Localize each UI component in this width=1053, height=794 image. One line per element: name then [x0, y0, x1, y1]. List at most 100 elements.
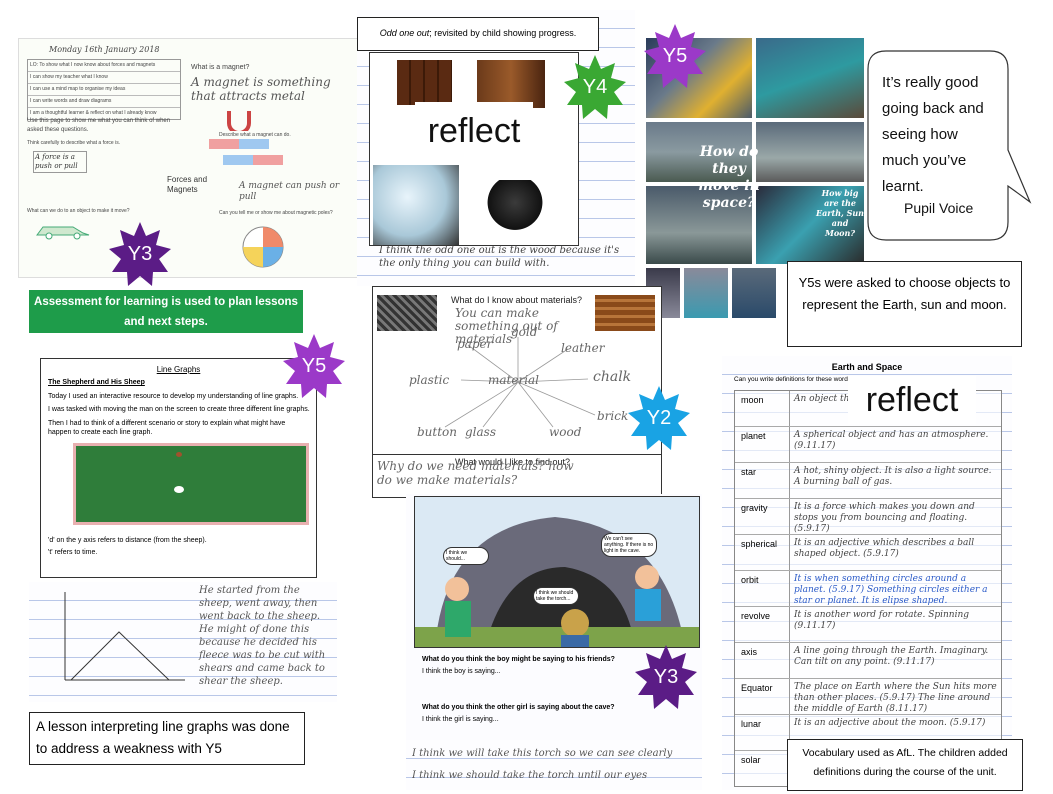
lo-row: I am a thoughtful learner & reflect on w… — [30, 110, 157, 116]
line-graphs-title: Line Graphs — [156, 365, 201, 374]
y5-badge-top: Y5 — [643, 24, 707, 88]
object-question: What can we do to an object to make it m… — [27, 208, 130, 214]
odd-one-out-caption-box: Odd one out; revisited by child showing … — [357, 17, 599, 51]
materials-find-out: What would I like to find out? Why do we… — [372, 454, 662, 498]
lo-row: LO: To show what I now know about forces… — [28, 60, 180, 72]
line-graph-handwriting: He started from the sheep, went away, th… — [199, 585, 326, 687]
mindmap-word: paper — [457, 337, 493, 351]
cave-q2: What do you think the other girl is sayi… — [422, 704, 615, 711]
cave-panel: I think we should... We can't see anythi… — [414, 496, 700, 648]
space-photo — [732, 268, 776, 318]
cave-comic-page: I think we should... We can't see anythi… — [406, 494, 702, 790]
vocab-caption: Vocabulary used as AfL. The children add… — [787, 739, 1023, 791]
reflect-label-right: reflect — [848, 376, 976, 424]
magnetic-poles-question: Can you tell me or show me about magneti… — [219, 210, 333, 216]
timber-photo — [595, 295, 655, 331]
earth-space-page: Earth and Space Can you write definition… — [722, 356, 1012, 790]
mindmap-word: button — [417, 425, 458, 439]
push-pull-answer: A magnet can push or pull — [239, 181, 340, 202]
cave-hand-line1: I think we will take this torch so we ca… — [412, 748, 673, 759]
magnets-worksheet: Monday 16th January 2018 LO: To show wha… — [18, 38, 360, 278]
shepherd-icon — [176, 452, 182, 457]
mindmap-word: plastic — [409, 373, 450, 387]
mindmap-centre: material — [488, 373, 540, 387]
earth-space-question: Can you write definitions for these word… — [734, 376, 855, 383]
magnet-sketch — [227, 111, 251, 131]
mindmap-word: glass — [465, 425, 496, 439]
t-axis-note: 't' refers to time. — [48, 549, 98, 556]
cave-hand-line2: I think we should take the torch until o… — [412, 770, 648, 781]
find-out-title: What would I like to find out? — [455, 457, 571, 467]
sheep-field — [73, 443, 309, 525]
line-graphs-subtitle: The Shepherd and His Sheep — [48, 379, 145, 386]
odd-one-out-caption-rest: ; revisited by child showing progress. — [429, 28, 577, 38]
mindmap-word: chalk — [593, 369, 632, 385]
compass-drawing — [242, 226, 284, 268]
cave-a2: I think the girl is saying... — [422, 716, 499, 723]
worksheet-date: Monday 16th January 2018 — [49, 45, 160, 54]
use-page-text: Use this page to show me what you can th… — [27, 118, 171, 133]
odd-one-out-italic: Odd one out — [379, 28, 430, 38]
line-graphs-p2: I was tasked with moving the man on the … — [48, 406, 310, 413]
line-graphs-p1: Today I used an interactive resource to … — [48, 393, 299, 400]
y5-space-caption: Y5s were asked to choose objects to repr… — [787, 261, 1022, 347]
lo-row: I can use a mind map to organise my idea… — [28, 84, 180, 96]
mindmap-spokes — [444, 337, 596, 428]
odd-one-out-handwriting: I think the odd one out is the wood beca… — [379, 245, 620, 269]
cave-a1: I think the boy is saying... — [422, 668, 501, 675]
line-graphs-p3: Then I had to think of a different scena… — [48, 420, 286, 436]
sheep-icon — [174, 486, 184, 493]
d-axis-note: 'd' on the y axis refers to distance (fr… — [48, 537, 207, 544]
space-photo — [756, 122, 864, 182]
materials-mindmap: What do I know about materials? You can … — [372, 286, 662, 456]
line-graph-sketch — [64, 592, 185, 681]
speech-bubble-middle: I think we should take the torch... — [533, 587, 579, 605]
mindmap-word: wood — [549, 425, 582, 439]
y2-badge: Y2 — [627, 386, 691, 450]
car-drawing — [36, 226, 90, 240]
find-out-question: Why do we need materials? how do we make… — [377, 459, 574, 487]
force-question: Think carefully to describe what a force… — [27, 140, 121, 146]
force-answer: A force is a push or pull — [33, 151, 87, 173]
lo-row: I can show my teacher what I know — [28, 72, 180, 84]
space-photo — [756, 38, 864, 118]
pupil-voice-bubble — [867, 50, 1032, 241]
speech-bubble-boy: I think we should... — [443, 547, 489, 565]
y4-badge: Y4 — [563, 55, 627, 119]
cave-q1: What do you think the boy might be sayin… — [422, 656, 615, 663]
odd-one-out-page: Odd one out; revisited by child showing … — [357, 10, 635, 286]
bar-magnets — [209, 139, 299, 169]
pupil-voice-attribution: Pupil Voice — [904, 200, 974, 216]
space-overlay-big: How big are the Earth, Sun and Moon? — [816, 188, 864, 238]
space-photo — [646, 122, 752, 182]
space-photo — [684, 268, 728, 318]
wood-photo — [477, 60, 545, 108]
describe-label: Describe what a magnet can do. — [219, 132, 291, 138]
line-graph-book-page: He started from the sheep, went away, th… — [29, 582, 337, 702]
line-graph-caption: A lesson interpreting line graphs was do… — [29, 712, 305, 765]
cave-illustration — [415, 517, 699, 647]
earth-space-title: Earth and Space — [831, 362, 903, 372]
metal-photo — [377, 295, 437, 331]
nut-photo — [479, 180, 551, 230]
space-overlay-move: How do they move in space? — [698, 144, 760, 211]
space-photo-collage: How do they move in space? How big are t… — [646, 38, 864, 318]
chocolate-photo — [397, 60, 452, 105]
line-graphs-worksheet: Line Graphs The Shepherd and His Sheep T… — [40, 358, 317, 578]
ice-photo — [373, 165, 459, 245]
mindmap-word: gold — [511, 325, 538, 339]
what-is-magnet-label: What is a magnet? — [191, 64, 250, 71]
assessment-box: Assessment for learning is used to plan … — [29, 290, 303, 333]
y3-badge-bottom: Y3 — [634, 645, 698, 709]
space-photo — [756, 186, 864, 264]
magnet-answer: A magnet is something that attracts meta… — [191, 75, 331, 103]
cave-handwriting-area — [406, 740, 702, 790]
